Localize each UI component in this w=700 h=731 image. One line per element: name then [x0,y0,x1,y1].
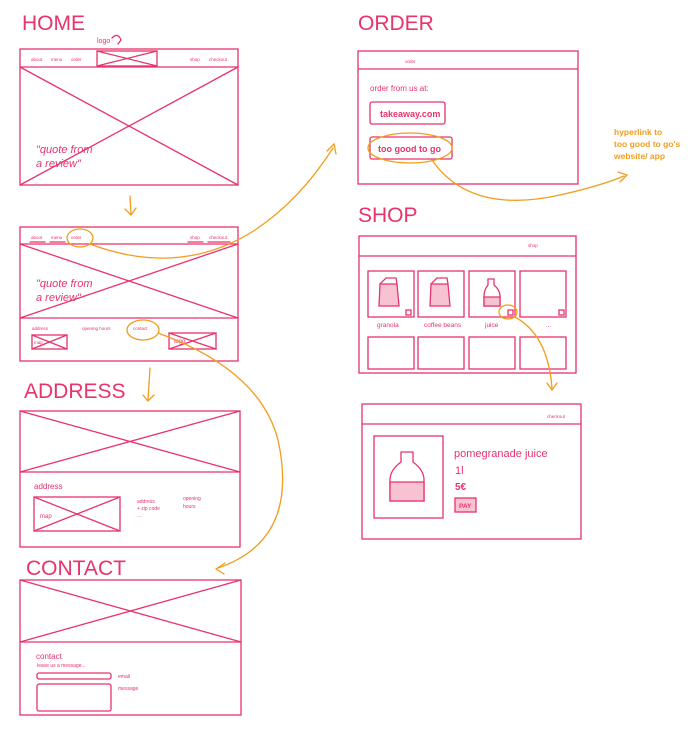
footer-map-label: map [34,340,43,345]
review-quote-line2: a review" [36,292,82,304]
product-label-more: ... [546,322,552,329]
product-tile [367,336,415,370]
coffee-bag-icon [429,277,451,307]
nav-item-shop: shop [528,243,538,248]
section-title-address: ADDRESS [24,380,126,403]
takeaway-button [369,101,446,125]
home-scrolled-wireframe: about menu order shop checkout "quote fr… [19,226,239,362]
add-to-cart-icon [405,309,412,316]
product-tile-more [519,270,567,318]
address-details-line2: + zip code [137,506,160,512]
arrow-down-icon [124,195,137,217]
product-name: pomegranade juice [454,448,548,460]
contact-prompt: leave us a message... [37,663,86,669]
product-label-juice: juice [484,322,499,329]
section-title-contact: CONTACT [26,557,126,580]
order-prompt: order from us at: [370,84,429,93]
logo-arrow-icon [111,34,122,45]
review-quote-line2: a review" [36,158,82,170]
too-good-to-go-button-label: too good to go [378,144,441,154]
add-to-cart-icon [558,309,565,316]
logo-placeholder [96,50,158,67]
section-title-order: ORDER [358,12,434,35]
product-label-coffee-beans: coffee beans [424,322,462,329]
address-label: address [34,482,62,491]
product-tile [468,336,516,370]
email-field [36,672,112,680]
footer-contact: contact [133,326,148,331]
pay-button [454,497,477,513]
nav-item-shop: shop [190,57,200,62]
home-wireframe: logo about menu order shop checkout "quo… [19,34,239,186]
product-tile [519,336,567,370]
logo-annotation: logo [97,38,110,45]
nav-item-checkout: checkout [209,57,228,62]
product-tile-coffee-beans [417,270,465,318]
nav-item-checkout: checkout [209,235,228,240]
footer-map-placeholder [31,334,68,350]
add-to-cart-icon [507,309,514,316]
opening-hours-line2: hours [183,504,196,510]
hyperlink-note-line1: hyperlink to [614,127,662,137]
product-price: 5€ [455,482,467,493]
takeaway-button-label: takeaway.com [380,109,440,119]
address-details-line3: ... [137,513,141,519]
juice-select-annotation [498,304,558,392]
arrow-to-address [147,367,151,401]
message-field [36,683,112,712]
hyperlink-annotation [367,132,629,201]
footer-address: address [32,326,49,331]
granola-bag-icon [378,277,400,307]
nav-item-about: about [31,57,43,62]
arrow-to-contact [157,332,284,569]
product-label-granola: granola [377,322,399,329]
nav-item-shop: shop [190,235,200,240]
juice-bottle-icon [483,278,501,307]
flow-annotations [66,142,337,575]
nav-item-menu: menu [51,57,63,62]
contact-label: contact [36,652,63,661]
nav-item-order: order [405,59,416,64]
nav-item-order: order [71,57,82,62]
order-wireframe: order order from us at: takeaway.com too… [357,50,579,185]
nav-item-order: order [71,235,82,240]
section-title-home: HOME [22,12,85,35]
juice-bottle-icon [389,451,425,502]
contact-wireframe: contact leave us a message... email mess… [19,579,242,716]
product-tile-juice [468,270,516,318]
product-tile [417,336,465,370]
arrow-to-order [89,147,334,259]
shop-wireframe: shop granola coffee beans juice ... [358,235,577,374]
nav-item-about: about [31,235,43,240]
hyperlink-note-line3: website/ app [613,151,665,161]
opening-hours-line1: opening [183,496,201,502]
map-placeholder [33,496,121,532]
message-label: message [118,686,139,692]
address-details-line1: address [137,499,155,505]
footer-opening-hours: opening hours [82,326,111,331]
hyperlink-note-line2: too good to go's [614,139,680,149]
pay-button-label: PAY [459,503,472,510]
review-quote-line1: "quote from [36,144,93,156]
product-volume: 1l [455,465,464,477]
section-title-shop: SHOP [358,204,418,227]
product-tile-granola [367,270,415,318]
map-label: map [40,514,52,520]
address-wireframe: address map address + zip code ... openi… [19,410,241,548]
product-image-frame [373,435,444,519]
review-quote-line1: "quote from [36,278,93,290]
email-label: email [118,674,130,680]
checkout-wireframe: checkout pomegranade juice 1l 5€ PAY [361,403,582,540]
nav-item-menu: menu [51,235,63,240]
nav-item-checkout: checkout [547,414,566,419]
footer-logo-placeholder [168,332,217,350]
